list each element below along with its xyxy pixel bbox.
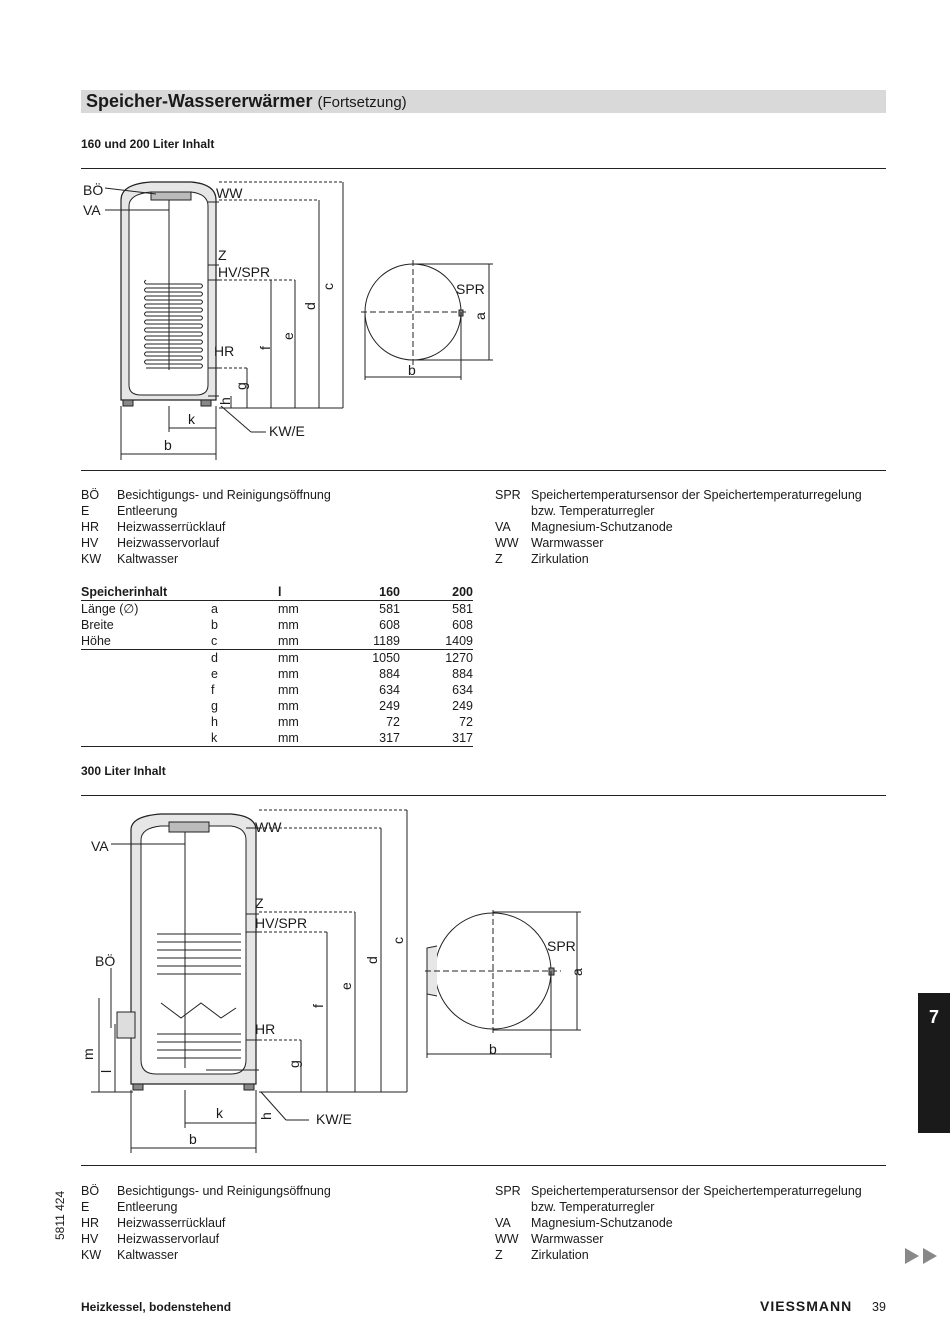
label2-kw-e: KW/E [316,1111,352,1127]
section2-bottom-rule [81,1165,886,1166]
footer-text: Heizkessel, bodenstehend [81,1300,232,1314]
label-hv-spr: HV/SPR [218,264,270,280]
title-bar [81,90,886,113]
label-spr: SPR [456,281,485,297]
chapter-tab[interactable]: 7 [918,993,950,1133]
drawing-300: VA WW Z HV/SPR BÖ HR m l k b h KW/E c d … [81,809,585,1153]
label-g: g [233,382,249,390]
label-b: b [164,437,172,453]
label-h: h [217,397,233,405]
title-text: Speicher-Wassererwärmer [86,91,313,111]
label-bo: BÖ [83,181,103,198]
doc-number: 5811 424 [53,1190,67,1240]
section1-heading: 160 und 200 Liter Inhalt [81,137,215,151]
label2-k: k [216,1105,224,1121]
drawing-160-200: BÖ VA WW Z HV/SPR HR KW/E k b c d e f g … [83,181,493,460]
label2-spr: SPR [547,938,576,954]
label2-hv-spr: HV/SPR [255,915,307,931]
label-f: f [257,346,273,350]
label2-a: a [569,968,585,976]
label-a: a [472,312,488,320]
label-k: k [188,411,196,427]
label-kw-e: KW/E [269,423,305,439]
viessmann-logo: VIESSMANN [760,1298,853,1314]
label2-d: d [364,956,380,964]
label-ww: WW [216,185,243,201]
title-suffix: (Fortsetzung) [317,94,407,111]
label2-bo: BÖ [95,952,115,969]
label-z: Z [218,247,227,263]
label-e: e [280,332,296,340]
label-va: VA [83,202,101,218]
label-c: c [320,283,336,290]
label2-z: Z [255,895,264,911]
section1-top-rule [81,168,886,169]
label2-c: c [390,937,406,944]
label2-m: m [81,1048,96,1060]
label2-g: g [286,1060,302,1068]
page-title: Speicher-Wassererwärmer (Fortsetzung) [86,91,407,112]
section1-bottom-rule [81,470,886,471]
label2-e: e [338,982,354,990]
label2-f: f [310,1004,326,1008]
label2-hr: HR [255,1021,275,1037]
section2-top-rule [81,795,886,796]
label-d: d [302,302,318,310]
label-hr: HR [214,343,234,359]
page-number: 39 [872,1300,886,1314]
section2-heading: 300 Liter Inhalt [81,764,166,778]
label2-b: b [189,1131,197,1147]
label2-l: l [98,1070,114,1073]
label2-h: h [258,1112,274,1120]
label2-va: VA [91,838,109,854]
label2-ww: WW [255,819,282,835]
double-arrow-right-icon[interactable] [905,1248,941,1264]
label2-b-top: b [489,1041,497,1057]
label-b-top: b [408,362,416,378]
